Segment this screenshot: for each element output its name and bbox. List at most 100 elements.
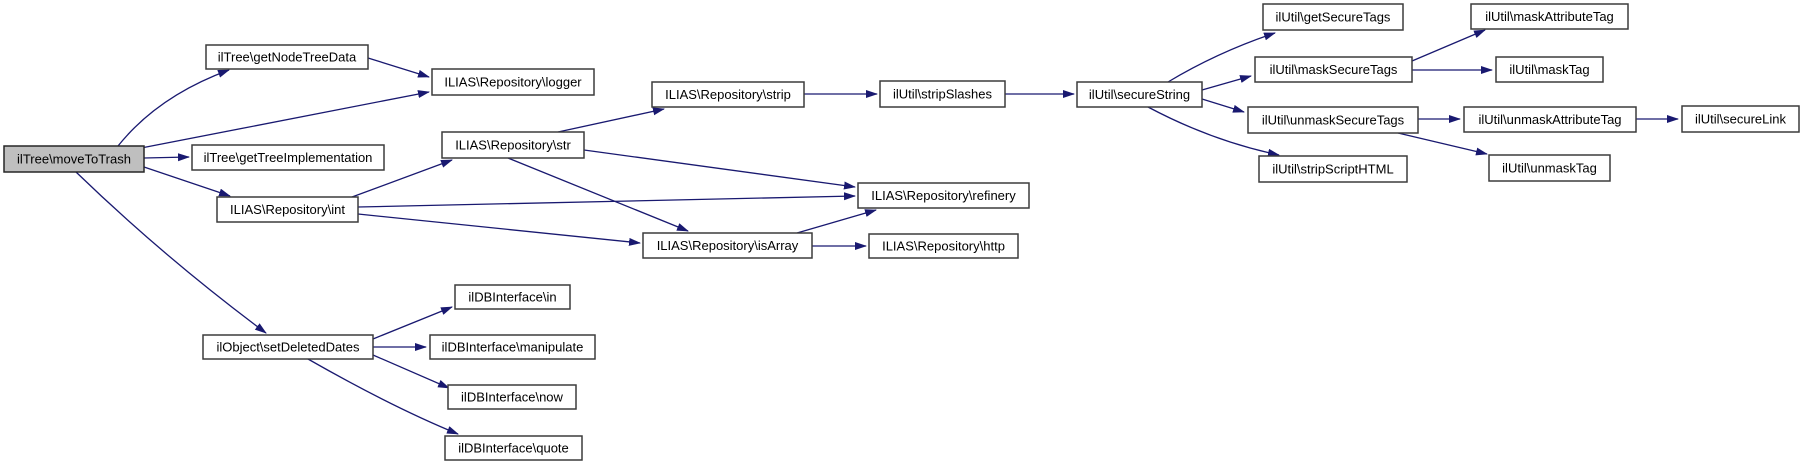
graph-node-http[interactable]: ILIAS\Repository\http [868,233,1019,259]
edge-int-to-refinery [357,192,856,208]
graph-node-now[interactable]: ilDBInterface\now [447,384,577,410]
node-label-dbIn: ilDBInterface\in [468,290,556,305]
node-box-refinery[interactable] [857,182,1030,209]
graph-node-getNodeTreeData[interactable]: ilTree\getNodeTreeData [205,44,369,70]
graph-node-maskAttributeTag[interactable]: ilUtil\maskAttributeTag [1470,3,1629,30]
node-label-str: ILIAS\Repository\str [455,138,571,153]
node-label-maskAttributeTag: ilUtil\maskAttributeTag [1485,9,1614,24]
node-box-maskAttributeTag[interactable] [1470,3,1629,30]
edge-moveToTrash-to-logger [135,90,430,150]
edge-str-to-refinery [583,149,856,190]
node-box-logger[interactable] [431,68,595,96]
edge-moveToTrash-to-getTreeImplementation [143,153,190,162]
graph-node-strip[interactable]: ILIAS\Repository\strip [651,81,805,108]
node-label-setDeletedDates: ilObject\setDeletedDates [216,340,360,355]
node-label-strip: ILIAS\Repository\strip [665,87,791,102]
graph-node-isArray[interactable]: ILIAS\Repository\isArray [642,232,813,259]
graph-node-dbIn[interactable]: ilDBInterface\in [454,284,571,310]
node-box-int[interactable] [216,196,359,223]
node-label-secureLink: ilUtil\secureLink [1695,112,1787,127]
graph-node-setDeletedDates[interactable]: ilObject\setDeletedDates [202,334,374,360]
edge-isArray-to-refinery [796,209,877,234]
graph-node-unmaskSecureTags[interactable]: ilUtil\unmaskSecureTags [1247,106,1419,134]
node-label-stripSlashes: ilUtil\stripSlashes [893,87,992,102]
edge-secureString-to-unmaskSecureTags [1201,98,1245,113]
edge-setDeletedDates-to-quote [307,358,459,435]
edge-moveToTrash-to-getNodeTreeData [117,69,230,147]
graph-node-quote[interactable]: ilDBInterface\quote [444,435,583,461]
edges-layer [75,29,1679,435]
node-label-stripScriptHTML: ilUtil\stripScriptHTML [1272,162,1393,177]
graph-node-int[interactable]: ILIAS\Repository\int [216,196,359,223]
graph-node-refinery[interactable]: ILIAS\Repository\refinery [857,182,1030,209]
node-label-getTreeImplementation: ilTree\getTreeImplementation [204,150,373,165]
edge-unmaskSecureTags-to-unmaskTag [1397,132,1488,156]
edge-setDeletedDates-to-dbIn [372,306,453,340]
node-box-now[interactable] [447,384,577,410]
edge-setDeletedDates-to-now [372,354,450,389]
node-box-str[interactable] [441,131,585,159]
node-box-getNodeTreeData[interactable] [205,44,369,70]
node-label-unmaskTag: ilUtil\unmaskTag [1502,161,1597,176]
node-box-getTreeImplementation[interactable] [191,144,385,171]
edge-str-to-strip [557,107,665,133]
node-label-maskTag: ilUtil\maskTag [1509,62,1589,77]
node-box-getSecureTags[interactable] [1262,3,1404,31]
node-box-maskTag[interactable] [1495,56,1604,83]
edge-str-to-isArray [507,157,689,232]
graph-node-logger[interactable]: ILIAS\Repository\logger [431,68,595,96]
node-box-manipulate[interactable] [429,334,596,360]
node-label-unmaskSecureTags: ilUtil\unmaskSecureTags [1262,113,1405,128]
node-label-secureString: ilUtil\secureString [1089,87,1190,102]
node-box-isArray[interactable] [642,232,813,259]
node-label-http: ILIAS\Repository\http [882,239,1005,254]
graph-node-unmaskTag[interactable]: ilUtil\unmaskTag [1488,154,1611,182]
graph-node-maskSecureTags[interactable]: ilUtil\maskSecureTags [1254,56,1413,83]
graph-node-secureLink[interactable]: ilUtil\secureLink [1681,105,1800,133]
graph-node-stripSlashes[interactable]: ilUtil\stripSlashes [879,80,1006,108]
node-label-quote: ilDBInterface\quote [458,441,569,456]
node-box-unmaskAttributeTag[interactable] [1463,106,1637,133]
graph-node-stripScriptHTML[interactable]: ilUtil\stripScriptHTML [1258,155,1408,183]
node-box-moveToTrash[interactable] [3,145,145,173]
graph-node-unmaskAttributeTag[interactable]: ilUtil\unmaskAttributeTag [1463,106,1637,133]
graph-node-str[interactable]: ILIAS\Repository\str [441,131,585,159]
graph-node-moveToTrash[interactable]: ilTree\moveToTrash [3,145,145,173]
edge-secureString-to-maskSecureTags [1201,75,1252,91]
graph-node-manipulate[interactable]: ilDBInterface\manipulate [429,334,596,360]
node-label-now: ilDBInterface\now [461,390,563,405]
edge-moveToTrash-to-setDeletedDates [75,171,267,334]
node-label-unmaskAttributeTag: ilUtil\unmaskAttributeTag [1478,112,1621,127]
node-box-secureLink[interactable] [1681,105,1800,133]
node-box-maskSecureTags[interactable] [1254,56,1413,83]
node-label-isArray: ILIAS\Repository\isArray [657,238,799,253]
node-box-unmaskTag[interactable] [1488,154,1611,182]
node-label-getSecureTags: ilUtil\getSecureTags [1276,10,1391,25]
graph-node-getTreeImplementation[interactable]: ilTree\getTreeImplementation [191,144,385,171]
node-box-stripSlashes[interactable] [879,80,1006,108]
edge-int-to-isArray [357,213,641,246]
nodes-layer: ilTree\moveToTrash ilTree\getNodeTreeData… [3,3,1800,461]
node-label-maskSecureTags: ilUtil\maskSecureTags [1270,62,1398,77]
node-box-http[interactable] [868,233,1019,259]
node-label-logger: ILIAS\Repository\logger [444,75,582,90]
node-label-int: ILIAS\Repository\int [230,202,345,217]
node-box-strip[interactable] [651,81,805,108]
edge-moveToTrash-to-int [143,166,231,197]
edge-getNodeTreeData-to-logger [367,57,430,78]
node-box-secureString[interactable] [1076,81,1203,108]
node-box-setDeletedDates[interactable] [202,334,374,360]
node-label-refinery: ILIAS\Repository\refinery [871,188,1016,203]
node-label-getNodeTreeData: ilTree\getNodeTreeData [218,50,357,65]
node-box-stripScriptHTML[interactable] [1258,155,1408,183]
graph-node-secureString[interactable]: ilUtil\secureString [1076,81,1203,108]
edge-maskSecureTags-to-maskAttributeTag [1411,29,1486,62]
node-box-quote[interactable] [444,435,583,461]
node-label-manipulate: ilDBInterface\manipulate [442,340,584,355]
graph-node-maskTag[interactable]: ilUtil\maskTag [1495,56,1604,83]
graph-node-getSecureTags[interactable]: ilUtil\getSecureTags [1262,3,1404,31]
node-box-dbIn[interactable] [454,284,571,310]
node-box-unmaskSecureTags[interactable] [1247,106,1419,134]
